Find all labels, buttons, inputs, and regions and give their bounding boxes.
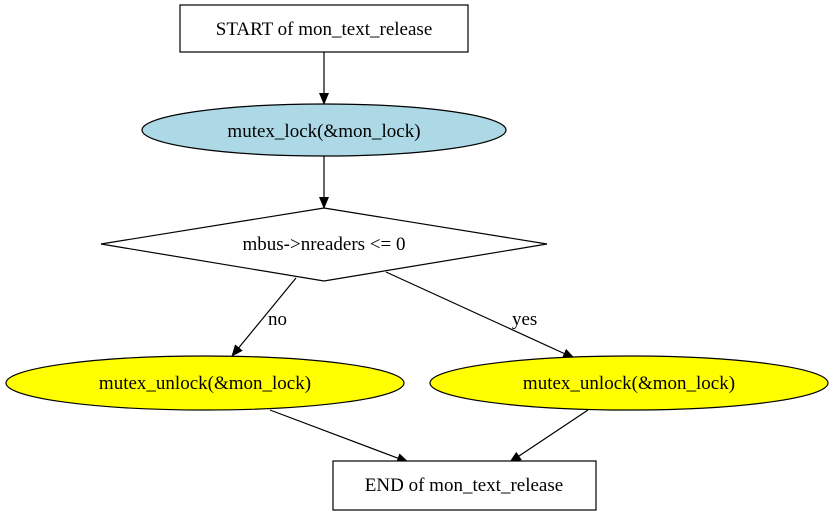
node-lock-label: mutex_lock(&mon_lock) <box>227 121 420 142</box>
edge-unlock-no-to-end <box>269 409 409 463</box>
node-start-box <box>179 4 469 53</box>
edge-decision-to-unlock-yes <box>385 271 575 359</box>
node-unlock-no-ellipse <box>5 355 405 411</box>
node-start-label: START of mon_text_release <box>216 19 433 40</box>
node-decision: mbus->nreaders <= 0 <box>100 207 548 282</box>
node-unlock-yes-label: mutex_unlock(&mon_lock) <box>523 373 735 394</box>
node-lock: mutex_lock(&mon_lock) <box>141 103 507 157</box>
edge-unlock-yes-to-end <box>509 409 589 463</box>
edge-decision-to-unlock-no <box>231 277 297 357</box>
node-decision-label: mbus->nreaders <= 0 <box>243 234 406 255</box>
node-start: START of mon_text_release <box>179 4 469 53</box>
node-unlock-no-label: mutex_unlock(&mon_lock) <box>99 373 311 394</box>
edge-label-yes: yes <box>512 309 537 330</box>
node-end: END of mon_text_release <box>332 460 597 511</box>
node-unlock-no: mutex_unlock(&mon_lock) <box>5 355 405 411</box>
node-decision-diamond <box>100 207 548 282</box>
node-lock-ellipse <box>141 103 507 157</box>
edge-label-no: no <box>268 309 287 330</box>
node-unlock-yes: mutex_unlock(&mon_lock) <box>429 355 829 411</box>
node-unlock-yes-ellipse <box>429 355 829 411</box>
edges: no yes <box>231 52 589 463</box>
node-end-label: END of mon_text_release <box>365 475 563 496</box>
node-end-box <box>332 460 597 511</box>
